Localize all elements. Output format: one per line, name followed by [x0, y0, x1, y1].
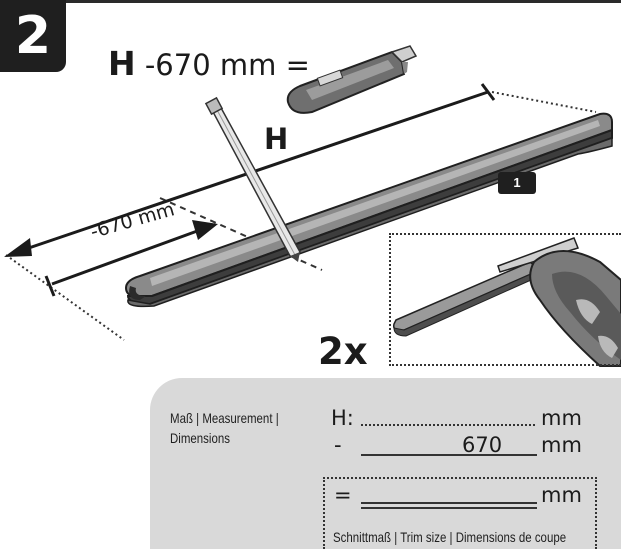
result-double-underline: [361, 507, 537, 509]
step-number-badge: 2: [0, 0, 66, 72]
measurement-label-line-2: Dimensions: [170, 430, 230, 446]
offset-value: 670: [462, 433, 503, 457]
offset-unit: mm: [541, 433, 582, 457]
h-input-field[interactable]: [361, 424, 535, 426]
h-unit: mm: [541, 406, 582, 430]
formula-heading: H -670 mm =: [108, 44, 310, 83]
result-box: [323, 477, 597, 549]
profile-rail: [124, 112, 613, 308]
offset-line: [361, 454, 537, 456]
formula-h: H: [108, 44, 136, 83]
pencil-icon: [204, 96, 301, 262]
measurement-label-line-1: Maß | Measurement |: [170, 410, 279, 426]
cutter-knife-icon: [286, 45, 418, 114]
quantity-label: 2x: [318, 330, 368, 373]
formula-text: -670 mm =: [144, 48, 310, 82]
minus-sign: -: [334, 433, 342, 457]
result-input-field[interactable]: [361, 502, 537, 504]
result-unit: mm: [541, 483, 582, 507]
detail-inset-frame: [389, 233, 621, 366]
top-rule: [0, 0, 621, 3]
trim-size-caption: Schnittmaß | Trim size | Dimensions de c…: [333, 529, 567, 545]
h-dimension-label: H: [264, 122, 289, 156]
inset-detail-illustration: [392, 237, 621, 367]
equals-sign: =: [334, 483, 352, 507]
measurement-label: Maß | Measurement | Dimensions: [170, 408, 293, 448]
calculation-panel: [150, 378, 621, 549]
h-input-label: H:: [331, 406, 354, 430]
part-tag: 1: [498, 172, 536, 194]
